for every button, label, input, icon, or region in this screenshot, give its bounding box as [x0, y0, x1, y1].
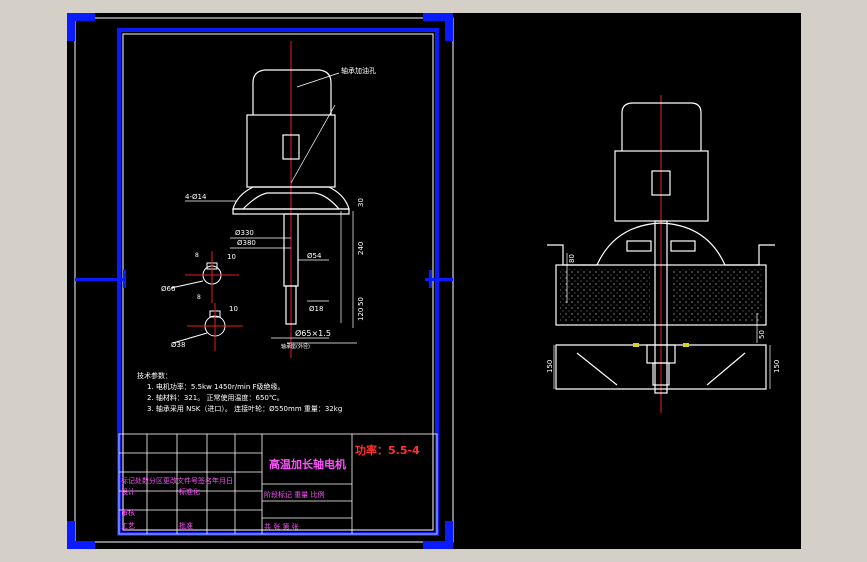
corner-mark-br [423, 521, 453, 549]
flange-inner [242, 192, 340, 210]
insulation-dots [560, 269, 763, 321]
dim-phi38: Ø38 [171, 341, 185, 349]
fan-cap [252, 69, 332, 115]
dim-right-50: 50 [758, 330, 766, 339]
tb-row1: 标记处数分区更改文件号签名年月日 [121, 476, 233, 485]
corner-mark-tl [67, 13, 95, 41]
dim-phi330: Ø330 [235, 229, 254, 237]
drawing-title: 高温加长轴电机 [269, 457, 346, 471]
lower-housing [555, 344, 767, 390]
flange [232, 186, 350, 210]
corner-mark-tr [423, 13, 453, 41]
shaft-lower [285, 285, 297, 325]
tb-standard: 标准化 [179, 487, 200, 496]
bracket-window-r [670, 240, 696, 252]
bracket [596, 222, 726, 266]
tb-design: 设计 [121, 487, 135, 496]
dim-30: 30 [357, 198, 365, 207]
motor-installed-view [547, 95, 775, 413]
dim-right-150b: 150 [773, 360, 781, 373]
tb-stage: 阶段标记 重量 比例 [264, 490, 324, 499]
terminal-box [282, 134, 300, 160]
title-block-text: 高温加长轴电机 功率：5.5-4 标记处数分区更改文件号签名年月日 设计 标准化… [121, 443, 420, 531]
key-dim-10b: 10 [229, 305, 238, 313]
bracket-window-l [626, 240, 652, 252]
tech-line-1: 1. 电机功率：5.5kw 1450r/min F级绝缘。 [147, 382, 285, 391]
tech-line-2: 2. 轴材料：321。 正常使用温度：650℃。 [147, 393, 284, 402]
center-mark-left [75, 278, 123, 281]
oil-hole-label: 轴承加油孔 [341, 66, 376, 75]
sheet-outer-frame [74, 17, 454, 543]
center-mark-right [425, 278, 453, 281]
dim-phi380: Ø380 [237, 239, 256, 247]
dim-thread: Ø65×1.5 [295, 328, 331, 338]
key-dim-10a: 10 [227, 253, 236, 261]
key-dim-8b: 8 [197, 294, 201, 301]
tb-sheet: 共 张 第 张 [264, 522, 299, 531]
dimension-text-left: 4-Ø14 Ø330 Ø380 Ø54 Ø18 Ø65×1.5 轴承座(外径) … [185, 66, 376, 350]
tech-heading: 技术参数： [137, 371, 172, 380]
dim-240: 240 [357, 242, 365, 255]
key-dim-8a: 8 [195, 252, 199, 259]
shaft-right [654, 220, 668, 394]
center-tick-right [429, 270, 432, 288]
dim-phi66: Ø66 [161, 285, 176, 293]
bolt-markers [633, 343, 689, 347]
dim-right-80: 80 [568, 254, 576, 263]
power-label: 功率：5.5-4 [355, 443, 420, 457]
key-labels: Ø66 Ø38 10 10 8 8 [161, 252, 238, 349]
motor-front-view [232, 41, 350, 358]
note-small: 轴承座(外径) [281, 343, 310, 350]
right-dim-lines [553, 253, 771, 389]
technical-notes: 技术参数： 1. 电机功率：5.5kw 1450r/min F级绝缘。 2. 轴… [137, 371, 342, 413]
right-dim-text: 150 150 50 80 [546, 254, 781, 373]
fan-cap-right [621, 102, 702, 151]
tb-approve: 批准 [179, 521, 193, 530]
cad-drawing-canvas[interactable]: 4-Ø14 Ø330 Ø380 Ø54 Ø18 Ø65×1.5 轴承座(外径) … [67, 13, 801, 549]
lower-taper [576, 352, 746, 386]
key-sections [170, 251, 243, 351]
dim-50: 50 [357, 297, 365, 306]
hub-lower [652, 362, 670, 386]
dimension-lines [185, 72, 357, 344]
center-tick-left [123, 270, 126, 288]
wall-body [555, 264, 767, 326]
dim-4-phi14: 4-Ø14 [185, 193, 207, 201]
tech-line-3: 3. 轴承采用 NSK（进口）。 连接叶轮：Ø550mm 重量：32kg [147, 404, 342, 413]
dim-phi54: Ø54 [307, 252, 322, 260]
dim-phi18: Ø18 [309, 305, 323, 313]
cad-drawing: 4-Ø14 Ø330 Ø380 Ø54 Ø18 Ø65×1.5 轴承座(外径) … [67, 13, 781, 549]
dim-right-150a: 150 [546, 360, 554, 373]
terminal-box-right [651, 170, 671, 196]
tb-process: 工艺 [121, 522, 135, 530]
tb-review: 审核 [121, 508, 135, 517]
dim-120: 120 [357, 308, 365, 321]
title-block [118, 433, 438, 535]
corner-mark-bl [67, 521, 95, 549]
